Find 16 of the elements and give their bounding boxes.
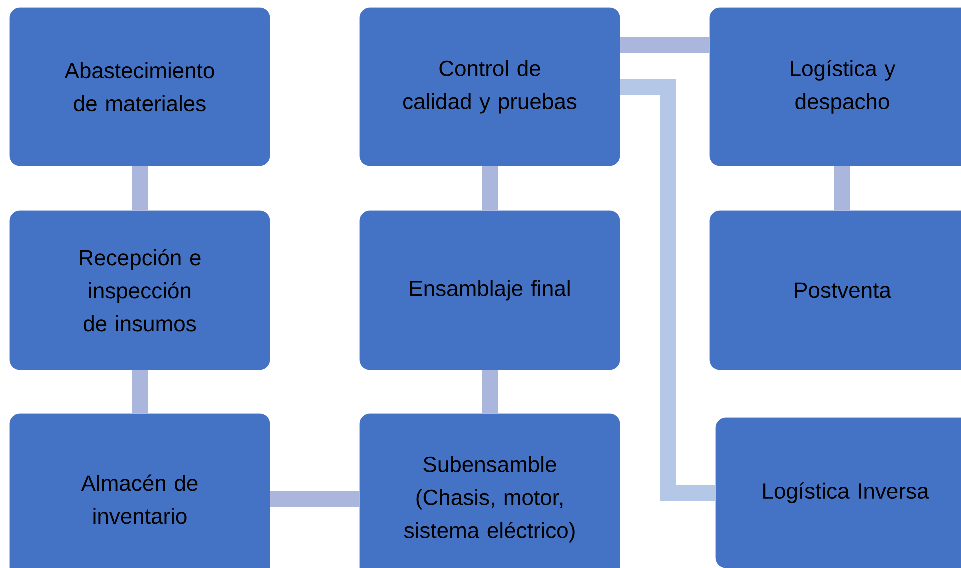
process-box: Ensamblaje final — [360, 210, 620, 370]
connector-bar — [482, 370, 498, 414]
process-box: Postventa — [710, 210, 961, 370]
connector-bar — [270, 492, 360, 508]
process-box: Control de calidad y pruebas — [360, 8, 620, 166]
connector-bar — [482, 166, 498, 211]
process-box: Subensamble (Chasis, motor, sistema eléctrico) — [360, 414, 620, 568]
process-box: Abastecimiento de materiales — [10, 8, 270, 166]
connector-bar — [834, 166, 850, 211]
connector-bar — [132, 370, 148, 414]
connector-bar — [132, 166, 148, 211]
connector-bar — [620, 37, 710, 53]
process-box: Recepción e inspección de insumos — [10, 210, 270, 370]
process-box: Logística Inversa — [716, 418, 961, 568]
process-box: Logística y despacho — [710, 8, 961, 166]
process-box: Almacén de inventario — [10, 414, 270, 568]
